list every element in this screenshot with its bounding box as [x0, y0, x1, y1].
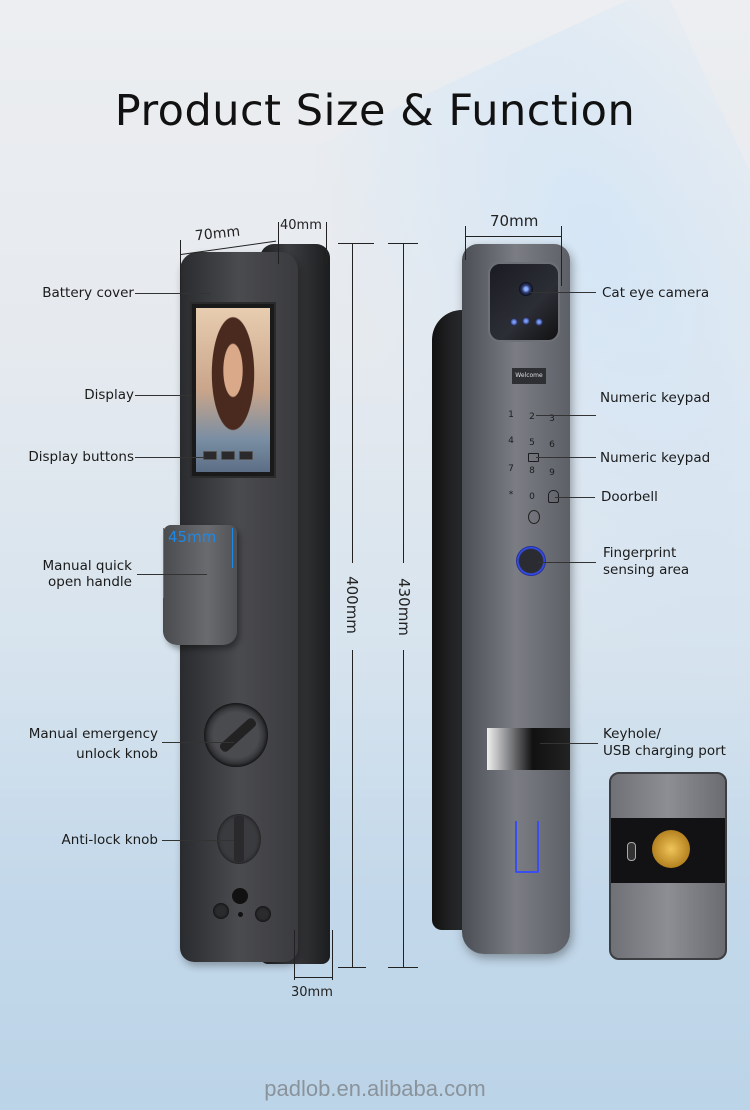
leader-line	[135, 293, 210, 294]
ir-led-icon	[510, 318, 518, 326]
page-title: Product Size & Function	[114, 86, 636, 136]
dim-line	[338, 243, 374, 244]
dim-line	[332, 930, 333, 980]
display-screen	[190, 302, 276, 478]
bottom-pinhole	[238, 912, 243, 917]
label-fingerprint-line1: Fingerprint	[603, 545, 677, 561]
dim-line	[326, 222, 327, 264]
bottom-button-left[interactable]	[213, 903, 229, 919]
dim-handle-width: 45mm	[168, 528, 217, 546]
dim-bottom-depth: 30mm	[291, 985, 333, 1000]
display-button-1[interactable]	[203, 451, 217, 460]
keyhole-usb-cover[interactable]	[487, 728, 570, 770]
keypad-key-4[interactable]: 4	[508, 436, 514, 446]
dim-left-height: 400mm	[343, 576, 361, 634]
dim-line	[403, 650, 404, 968]
label-battery-cover: Battery cover	[42, 285, 134, 301]
dim-line	[388, 967, 418, 968]
leader-line	[137, 574, 207, 575]
label-fingerprint-line2: sensing area	[603, 562, 690, 578]
label-handle-line2: open handle	[48, 574, 132, 590]
dim-line-blue	[163, 528, 164, 598]
camera-module	[488, 262, 560, 342]
display-image	[196, 308, 270, 472]
dim-line	[180, 240, 181, 296]
keypad-key-0[interactable]: 0	[529, 492, 535, 502]
padlock-icon	[528, 510, 540, 524]
keypad-key-9[interactable]: 9	[549, 468, 555, 478]
keypad-key-6[interactable]: 6	[549, 440, 555, 450]
leader-line	[555, 497, 595, 498]
camera-lens-icon	[519, 282, 533, 296]
dim-line	[294, 930, 295, 980]
display-button-2[interactable]	[221, 451, 235, 460]
dim-line	[465, 226, 466, 260]
fingerprint-sensor[interactable]	[516, 546, 546, 576]
brand-logo-icon	[515, 821, 539, 873]
keypad-key-7[interactable]: 7	[508, 464, 514, 474]
leader-line	[540, 743, 598, 744]
label-display-buttons: Display buttons	[28, 449, 134, 465]
dim-line	[561, 226, 562, 286]
dim-line	[403, 243, 404, 563]
leader-line	[162, 742, 234, 743]
label-keyhole-line1: Keyhole/	[603, 726, 661, 742]
label-camera: Cat eye camera	[602, 285, 710, 301]
label-emergency-line2: unlock knob	[76, 746, 158, 762]
keyhole-detail-inset	[609, 772, 727, 960]
key-cylinder-icon	[652, 830, 690, 868]
leader-line	[135, 395, 191, 396]
leader-line	[162, 840, 234, 841]
keypad-key-2[interactable]: 2	[529, 412, 535, 422]
dim-line-blue	[232, 528, 233, 568]
dim-line	[278, 222, 279, 264]
dim-line	[352, 243, 353, 563]
dim-line	[294, 977, 332, 978]
dim-line	[465, 236, 561, 237]
display-button-3[interactable]	[239, 451, 253, 460]
keypad-key-5[interactable]: 5	[529, 438, 535, 448]
label-display: Display	[84, 387, 134, 403]
emergency-unlock-knob[interactable]	[204, 703, 268, 767]
leader-line	[135, 457, 205, 458]
dim-line	[352, 650, 353, 968]
label-doorbell: Doorbell	[601, 489, 658, 505]
usb-port-icon	[627, 842, 636, 861]
leader-line	[536, 415, 596, 416]
footer-watermark: padlob.en.alibaba.com	[264, 1076, 486, 1101]
keypad-key-star[interactable]: *	[508, 490, 514, 500]
bottom-button-right[interactable]	[255, 906, 271, 922]
label-keypad-2: Numeric keypad	[600, 450, 711, 466]
lock-welcome-display: Welcome	[512, 368, 546, 384]
keypad-key-3[interactable]: 3	[549, 414, 555, 424]
dim-left-width: 70mm	[194, 223, 241, 245]
dim-left-depth: 40mm	[280, 218, 322, 233]
doorbell-icon[interactable]	[548, 490, 559, 503]
ir-led-icon	[522, 317, 530, 325]
bottom-hole	[232, 888, 248, 904]
label-handle-line1: Manual quick	[42, 558, 132, 574]
quick-open-handle[interactable]	[163, 525, 237, 645]
leader-line	[536, 457, 596, 458]
label-emergency-line1: Manual emergency	[28, 726, 158, 742]
dim-right-width: 70mm	[490, 212, 539, 230]
leader-line	[538, 562, 596, 563]
anti-lock-knob[interactable]	[217, 814, 261, 864]
keypad-key-1[interactable]: 1	[508, 410, 514, 420]
label-anti-lock: Anti-lock knob	[61, 832, 158, 848]
ir-led-icon	[535, 318, 543, 326]
label-keyhole-line2: USB charging port	[603, 743, 726, 759]
label-keypad-1: Numeric keypad	[600, 390, 711, 406]
dim-line	[338, 967, 366, 968]
keypad-key-8[interactable]: 8	[529, 466, 535, 476]
leader-line	[530, 292, 596, 293]
dim-right-height: 430mm	[395, 578, 413, 636]
